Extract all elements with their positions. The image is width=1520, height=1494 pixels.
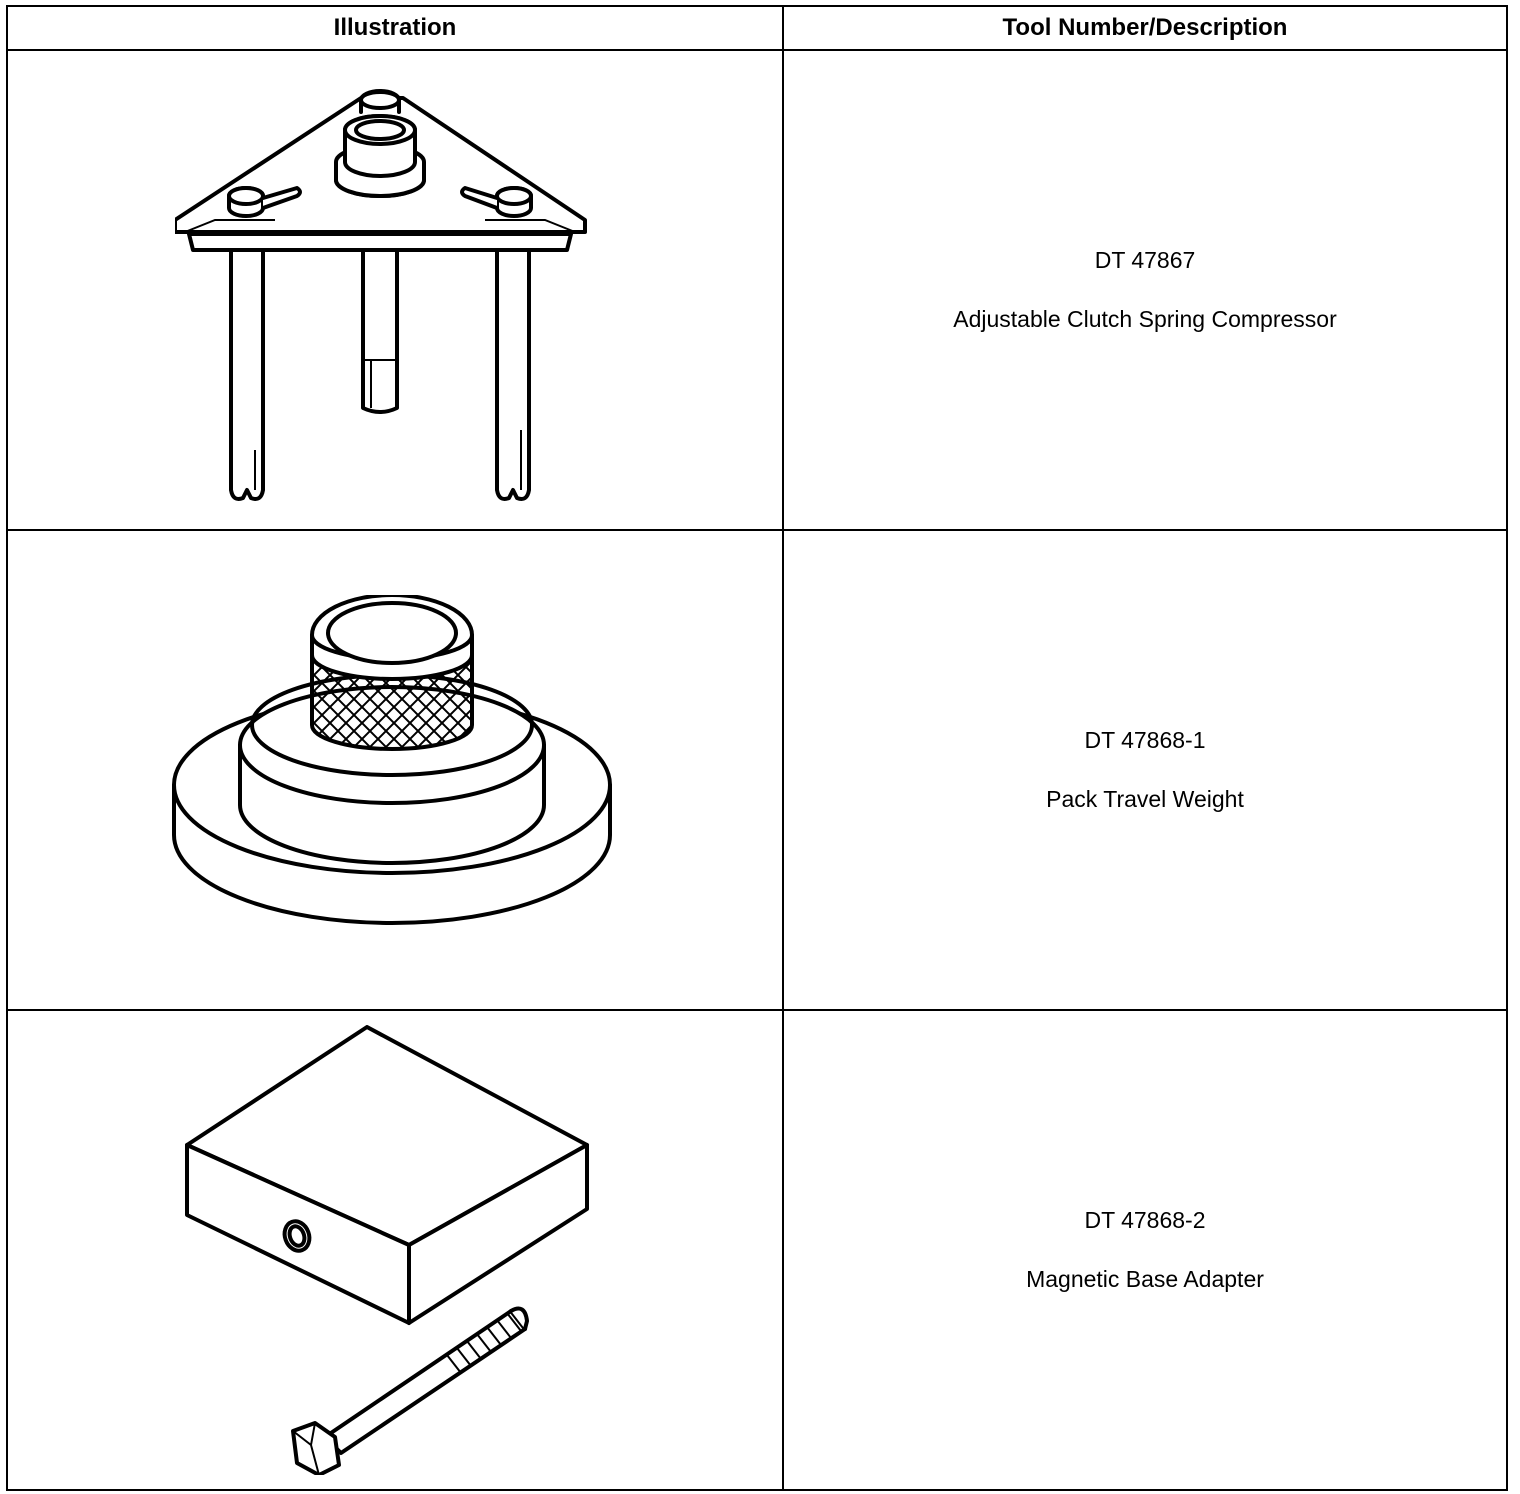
pack-travel-weight-icon <box>172 595 612 925</box>
tool-description: Adjustable Clutch Spring Compressor <box>953 306 1337 332</box>
table-row: DT 47868-1 Pack Travel Weight <box>6 529 1508 1011</box>
illustration-cell <box>6 529 784 1011</box>
illustration-cell <box>6 49 784 531</box>
tool-number: DT 47867 <box>1094 247 1196 273</box>
magnetic-base-adapter-icon <box>185 1025 589 1475</box>
tool-info-cell: DT 47868-1 Pack Travel Weight <box>782 529 1508 1011</box>
table-header-row: Illustration Tool Number/Description <box>6 5 1508 51</box>
table-row: DT 47868-2 Magnetic Base Adapter <box>6 1009 1508 1491</box>
header-illustration: Illustration <box>6 5 784 51</box>
illustration-cell <box>6 1009 784 1491</box>
tool-description: Magnetic Base Adapter <box>1026 1266 1264 1292</box>
header-tool-number-description: Tool Number/Description <box>782 5 1508 51</box>
tool-number: DT 47868-2 <box>1084 1207 1206 1233</box>
tool-info-cell: DT 47867 Adjustable Clutch Spring Compre… <box>782 49 1508 531</box>
tool-info-cell: DT 47868-2 Magnetic Base Adapter <box>782 1009 1508 1491</box>
clutch-spring-compressor-icon <box>175 89 587 501</box>
table-row: DT 47867 Adjustable Clutch Spring Compre… <box>6 49 1508 531</box>
tool-number: DT 47868-1 <box>1084 727 1206 753</box>
special-tools-table: Illustration Tool Number/Description <box>6 5 1508 1491</box>
tool-description: Pack Travel Weight <box>1046 786 1244 812</box>
